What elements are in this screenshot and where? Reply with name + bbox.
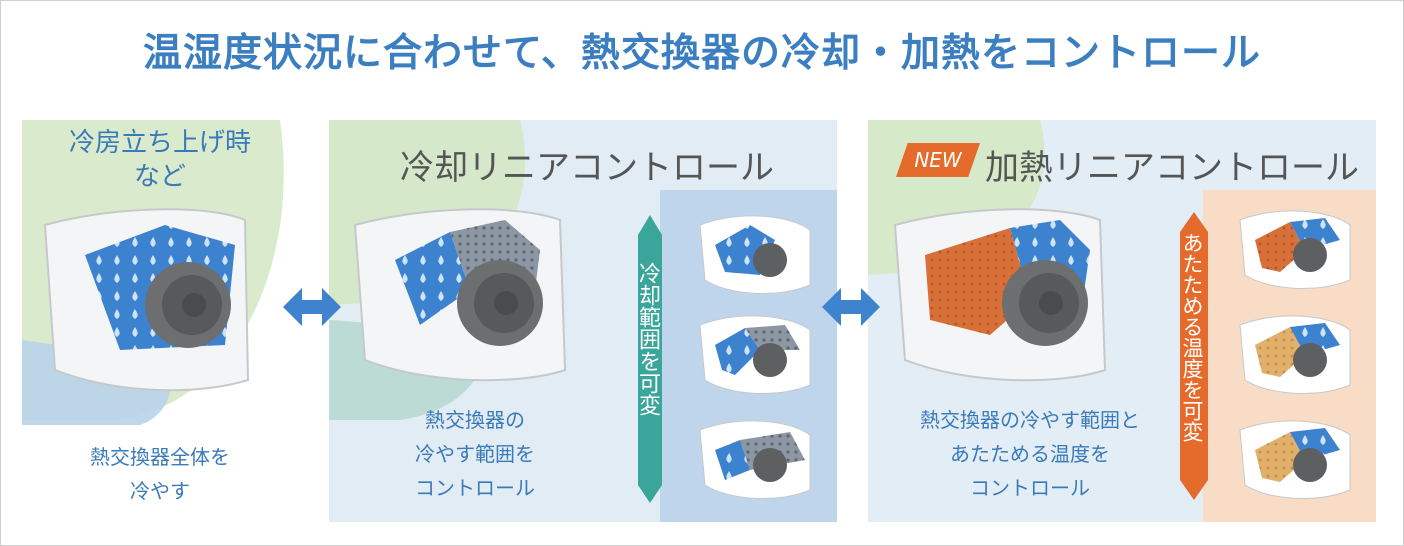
small-unit-cool-2	[699, 315, 811, 395]
cooling-range-banner	[638, 215, 662, 503]
panel3-heading: 加熱リニアコントロール	[985, 148, 1359, 188]
heating-temp-banner	[1180, 212, 1208, 500]
panel1-caption: 熱交換器全体を 冷やす	[90, 445, 230, 503]
new-badge: NEW	[896, 143, 980, 177]
panel2-caption: 熱交換器の 冷やす範囲を コントロール	[415, 408, 535, 500]
cooling-range-label: 冷却範囲を可変	[635, 262, 660, 416]
small-unit-heat-3	[1239, 420, 1351, 500]
page-title: 温湿度状況に合わせて、熱交換器の冷却・加熱をコントロール	[142, 31, 1262, 76]
heating-temp-label: あたためる温度を可変	[1180, 232, 1204, 442]
ac-unit-3	[893, 208, 1107, 382]
panel2-heading: 冷却リニアコントロール	[400, 148, 774, 188]
double-arrow-icon-1	[283, 288, 341, 326]
small-unit-cool-3	[699, 420, 811, 500]
small-unit-cool-1	[699, 215, 811, 295]
double-arrow-icon-2	[822, 288, 880, 326]
small-unit-heat-1	[1239, 210, 1351, 290]
ac-unit-2	[353, 208, 567, 382]
small-unit-heat-2	[1239, 315, 1351, 395]
panel3-caption: 熱交換器の冷やす範囲と あたためる温度を コントロール	[920, 408, 1140, 500]
panel1-heading: 冷房立ち上げ時 など	[68, 128, 251, 192]
ac-unit-1	[43, 208, 250, 392]
